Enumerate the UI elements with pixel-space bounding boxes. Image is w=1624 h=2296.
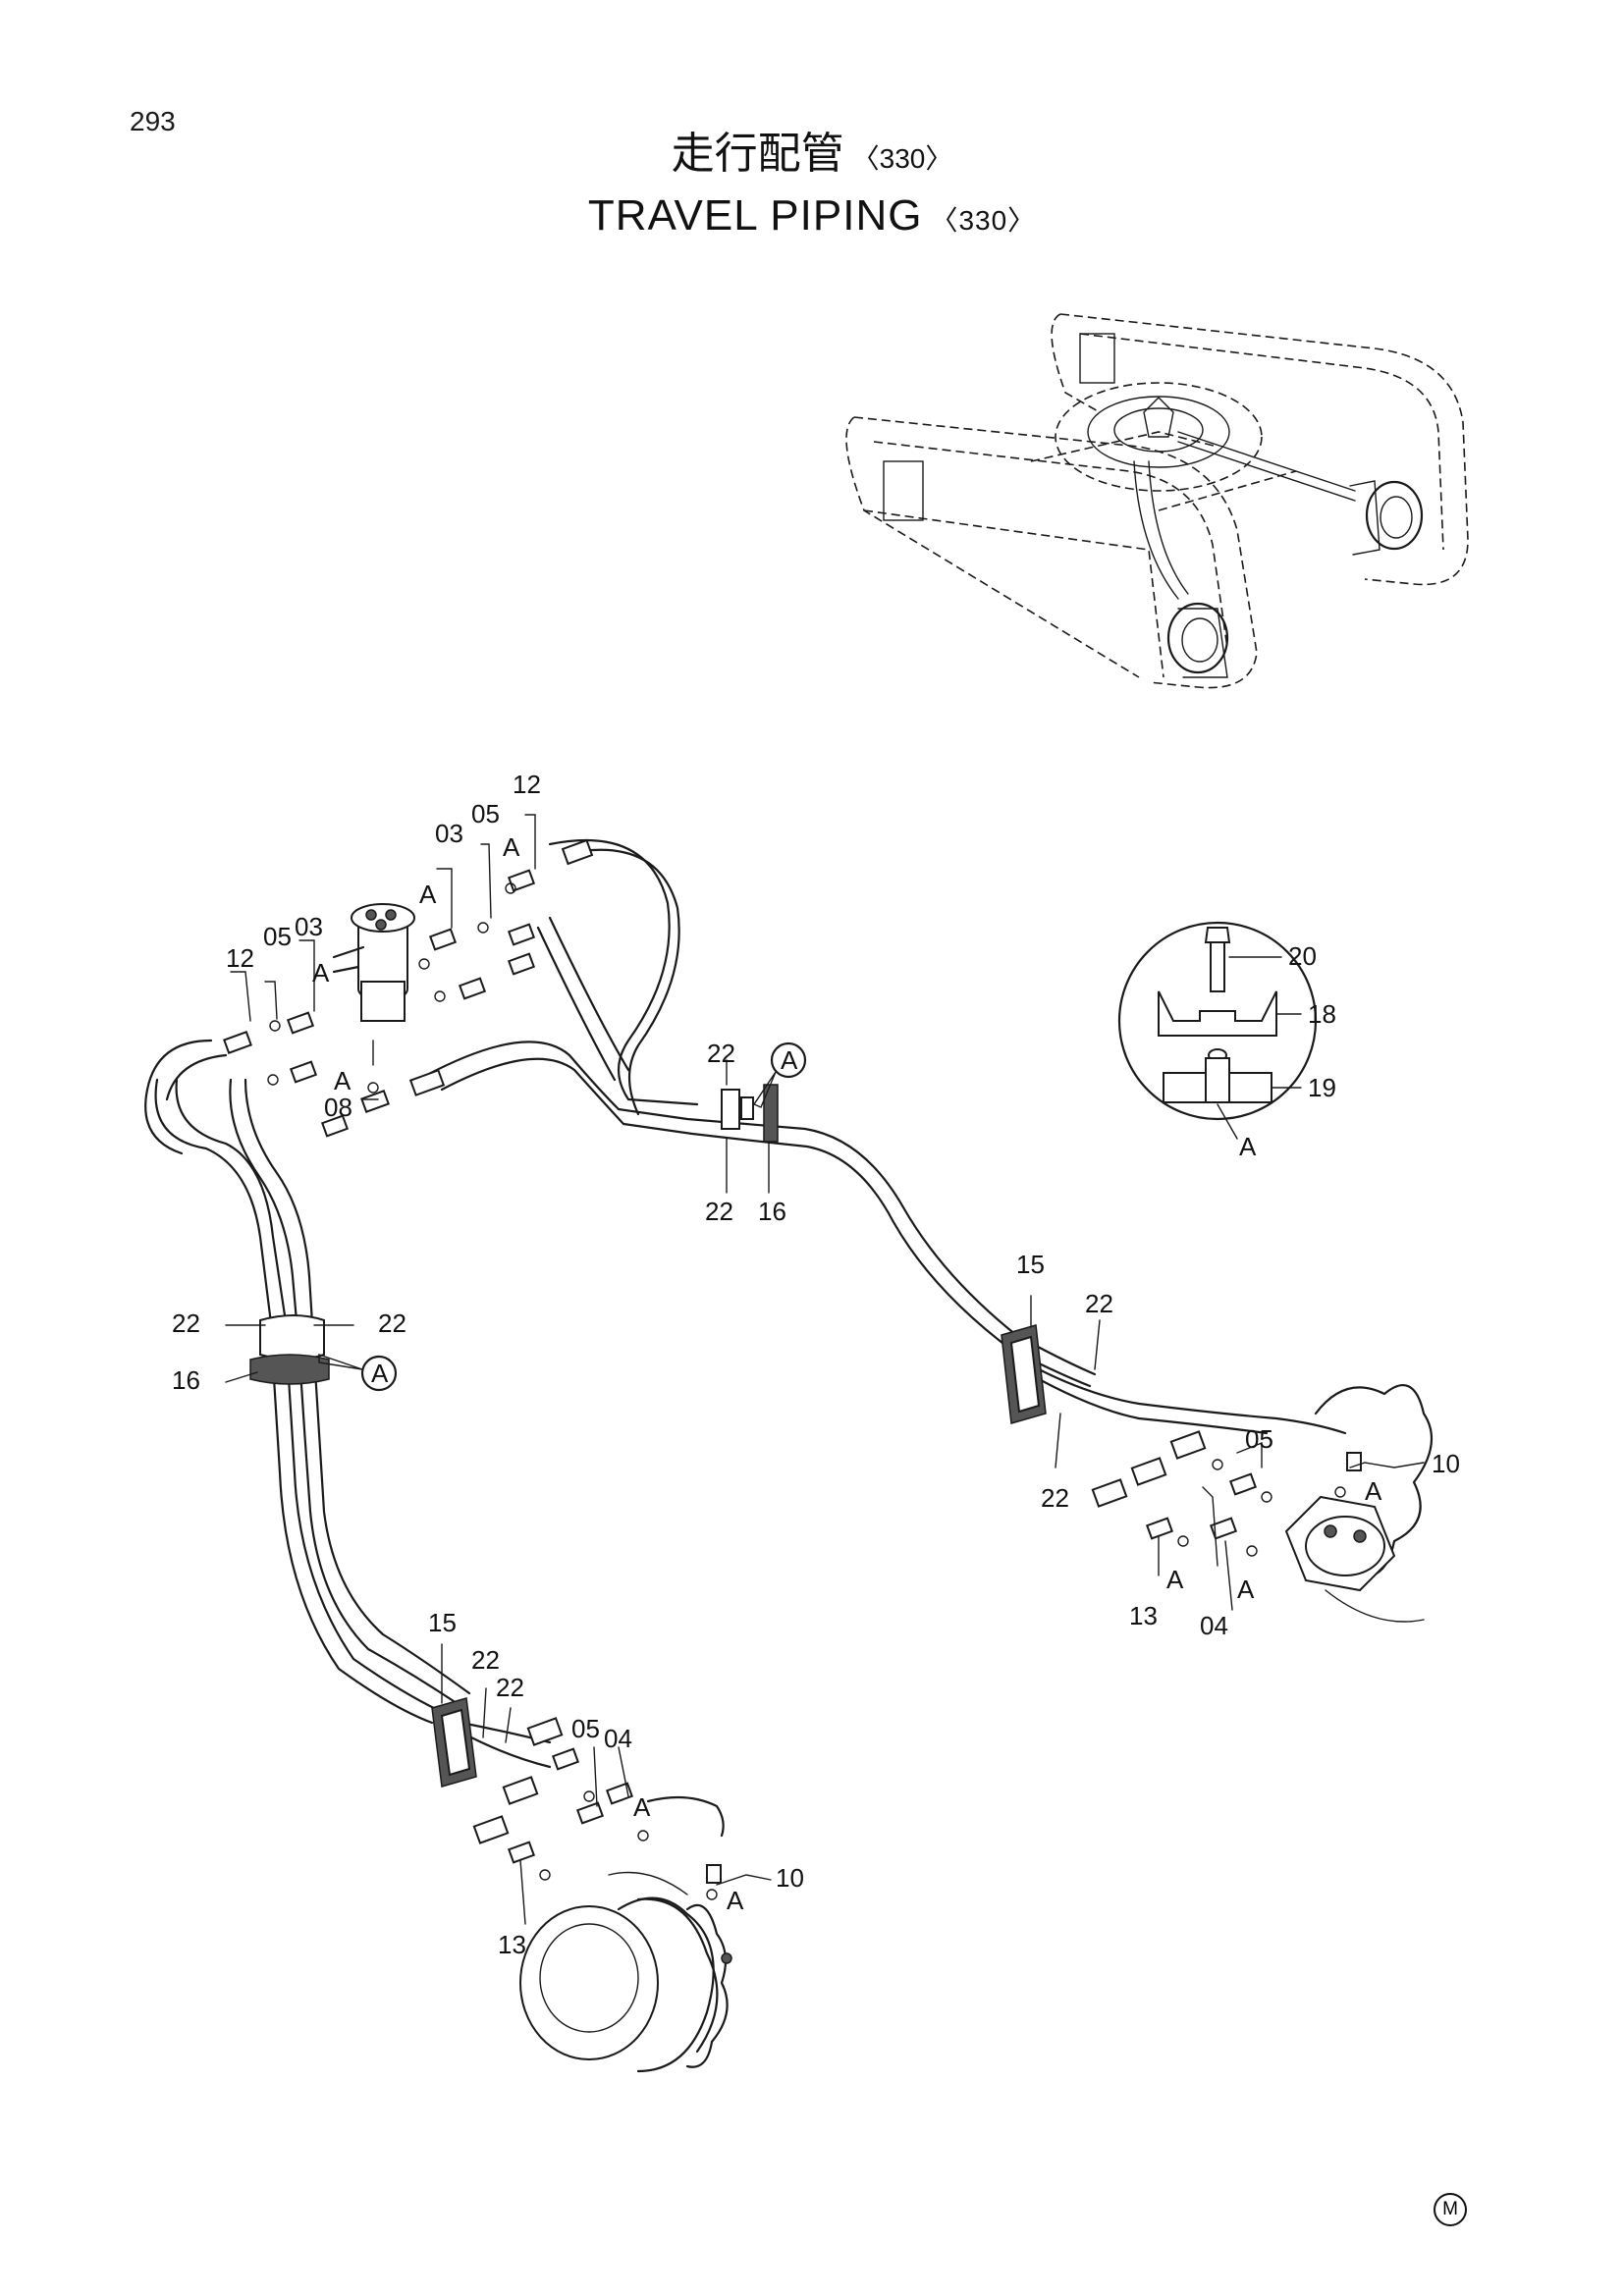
callout-label: 22 — [471, 1645, 500, 1675]
center-joint — [332, 903, 415, 1022]
callout-label: A — [419, 880, 437, 909]
fittings-right-motor — [1091, 1430, 1362, 1557]
callout-label: A — [727, 1886, 744, 1915]
overview-motor-left — [1166, 602, 1229, 678]
travel-motor-right — [1284, 1384, 1434, 1623]
callout-label: 10 — [776, 1863, 804, 1893]
fittings-left-motor — [472, 1717, 725, 1900]
callout-label: 13 — [498, 1930, 526, 1959]
leader-lines — [225, 814, 1425, 1925]
clamp-a-right — [721, 1084, 779, 1143]
callout-label: 22 — [1041, 1483, 1069, 1513]
callout-label: 12 — [226, 943, 254, 973]
fittings-center — [223, 838, 594, 1138]
callouts-center-joint: 12 05 03 A 03 05 12 A A A 08 — [226, 770, 541, 1122]
page-title: 走行配管〈330〉 TRAVEL PIPING〈330〉 — [0, 126, 1624, 249]
callouts-right-motor: 15 22 22 05 10 A A A 13 04 — [1016, 1250, 1460, 1640]
svg-text:A: A — [781, 1045, 798, 1075]
undercarriage-overview — [845, 313, 1469, 689]
callout-label: 16 — [758, 1197, 786, 1226]
callout-label: A — [1166, 1565, 1184, 1594]
callout-label: 03 — [435, 819, 463, 848]
callout-label: A — [503, 832, 520, 862]
reference-circle-a-right: A — [752, 1041, 807, 1108]
callout-label: 05 — [471, 799, 500, 828]
detail-view-a — [1117, 921, 1318, 1140]
clamp-a-left — [249, 1314, 330, 1385]
callout-label: A — [334, 1066, 352, 1095]
clamp-right-motor — [1001, 1324, 1047, 1424]
callout-label: 22 — [496, 1673, 524, 1702]
page-number: 293 — [130, 106, 176, 136]
callouts-clamp-a-right: 22 22 16 — [705, 1039, 786, 1226]
callout-label: 18 — [1308, 999, 1336, 1029]
callout-label: 22 — [1085, 1289, 1113, 1318]
callout-label: 19 — [1308, 1073, 1336, 1102]
callout-label: 05 — [263, 922, 292, 951]
callout-label: 13 — [1129, 1601, 1158, 1630]
callout-label: 05 — [571, 1714, 600, 1743]
reference-circle-a-left: A — [318, 1354, 398, 1392]
callouts-detail-view: 20 18 19 A — [1239, 941, 1336, 1161]
callouts-left-motor: 15 22 22 05 04 A 10 A 13 — [428, 1608, 804, 1959]
title-english: TRAVEL PIPING〈330〉 — [587, 191, 1037, 240]
callout-label: 04 — [1200, 1611, 1228, 1640]
clamp-left-motor — [431, 1697, 477, 1788]
callout-label: 05 — [1245, 1424, 1273, 1454]
callout-label: 10 — [1432, 1449, 1460, 1478]
callout-label: 12 — [513, 770, 541, 799]
callout-label: 22 — [378, 1308, 406, 1338]
callout-label: 15 — [428, 1608, 457, 1637]
manufacturer-mark: M — [1434, 2193, 1467, 2226]
callout-label: 22 — [705, 1197, 733, 1226]
title-variant-en: 〈330〉 — [930, 205, 1037, 236]
callout-label: A — [1365, 1476, 1382, 1506]
callouts-clamp-a-left: 22 22 16 — [172, 1308, 406, 1395]
callout-label: 08 — [324, 1093, 352, 1122]
callout-label: A — [1237, 1575, 1255, 1604]
callout-label: A — [633, 1792, 651, 1822]
callout-label: 15 — [1016, 1250, 1045, 1279]
svg-text:A: A — [371, 1359, 389, 1388]
callout-label: A — [1239, 1132, 1257, 1161]
callout-label: 22 — [172, 1308, 200, 1338]
travel-motor-left — [519, 1871, 732, 2073]
overview-motor-right — [1349, 480, 1424, 556]
callout-label: 22 — [707, 1039, 735, 1068]
callout-label: 16 — [172, 1365, 200, 1395]
callout-label: 20 — [1288, 941, 1317, 971]
title-japanese: 走行配管〈330〉 — [671, 130, 953, 178]
title-variant: 〈330〉 — [851, 143, 953, 174]
callout-label: 03 — [295, 912, 323, 941]
callout-label: 04 — [604, 1724, 632, 1753]
callout-label: A — [312, 958, 330, 988]
